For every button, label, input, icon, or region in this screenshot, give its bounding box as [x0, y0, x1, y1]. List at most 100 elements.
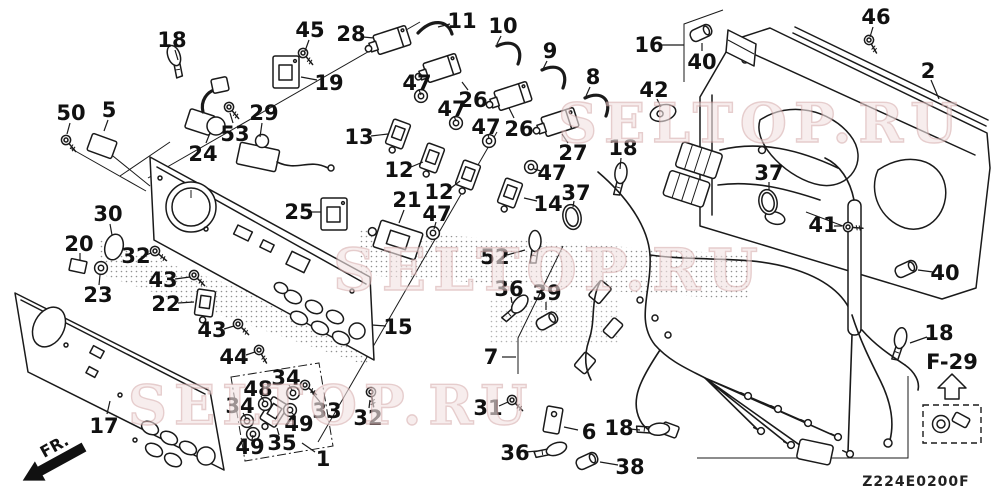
part-callout-27: 27: [558, 141, 587, 165]
leader-line: [561, 133, 569, 144]
part-callout-36: 36: [500, 441, 529, 465]
part-callout-13: 13: [344, 125, 373, 149]
leader-line: [619, 157, 622, 170]
ref-label: F-29: [926, 350, 978, 374]
small-parts-drawing: [58, 21, 920, 472]
part-callout-21: 21: [392, 188, 421, 212]
part-callout-37: 37: [561, 181, 590, 205]
part-callout-44: 44: [219, 345, 248, 369]
part-callout-40: 40: [930, 261, 959, 285]
leader-line: [599, 461, 619, 466]
leader-line: [66, 122, 71, 135]
watermark: SELTOP.RU: [558, 91, 964, 155]
part-callout-10: 10: [488, 14, 517, 38]
leader-line: [496, 35, 502, 45]
part-callout-47: 47: [422, 202, 451, 226]
part-callout-40: 40: [687, 50, 716, 74]
part-callout-16: 16: [634, 33, 663, 57]
control-panel-drawing: [149, 156, 375, 361]
leader-line: [205, 132, 211, 144]
part-callout-26: 26: [504, 117, 533, 141]
part-callout-33: 33: [312, 399, 341, 423]
part-callout-9: 9: [543, 39, 558, 63]
leader-line: [572, 200, 575, 208]
part-callout-18: 18: [604, 416, 633, 440]
leader-line: [371, 324, 387, 327]
leader-line: [288, 384, 293, 391]
part-callout-17: 17: [89, 414, 118, 438]
diagram-code: Z224E0200F: [862, 474, 969, 490]
part-callout-37: 37: [754, 161, 783, 185]
part-callout-43: 43: [148, 268, 177, 292]
leader-line: [498, 401, 509, 407]
leader-line: [242, 412, 247, 419]
leader-line: [106, 400, 111, 415]
part-callout-14: 14: [533, 192, 562, 216]
leader-line: [245, 351, 256, 356]
leader-line: [145, 252, 152, 256]
part-callout-20: 20: [64, 232, 93, 256]
leader-line: [930, 79, 940, 100]
leader-line: [418, 89, 422, 96]
leader-line: [461, 81, 469, 91]
front-panel-drawing: [14, 292, 225, 471]
leader-line: [174, 276, 191, 280]
leader-line: [368, 399, 371, 409]
ref-block: F-29: [922, 350, 982, 444]
leader-line: [223, 325, 235, 330]
leader-line: [174, 49, 179, 61]
leader-line: [410, 161, 424, 168]
part-callout-35: 35: [267, 431, 296, 455]
part-callout-18: 18: [608, 136, 637, 160]
part-callout-50: 50: [56, 101, 85, 125]
part-callout-46: 46: [861, 5, 890, 29]
part-callout-26: 26: [458, 88, 487, 112]
part-callout-25: 25: [284, 200, 313, 224]
leader-line: [260, 395, 265, 402]
leader-line: [362, 36, 375, 39]
leader-line: [542, 60, 548, 70]
leader-line: [300, 76, 318, 81]
part-callout-47: 47: [537, 161, 566, 185]
leader-line: [433, 221, 437, 230]
part-callout-7: 7: [484, 345, 499, 369]
part-callout-32: 32: [121, 244, 150, 268]
leader-line: [251, 434, 254, 441]
part-callout-42: 42: [639, 78, 668, 102]
watermark: SELTOP.RU: [333, 236, 765, 304]
leader-line: [370, 133, 389, 137]
leader-line: [109, 223, 113, 236]
part-callout-12: 12: [384, 158, 413, 182]
part-callout-15: 15: [383, 315, 412, 339]
leader-line: [525, 450, 538, 453]
part-callout-45: 45: [295, 18, 324, 42]
part-callout-24: 24: [188, 142, 217, 166]
part-callout-43: 43: [197, 318, 226, 342]
ref-part-box: [922, 404, 982, 444]
part-callout-48: 48: [243, 377, 272, 401]
leader-line: [450, 180, 461, 189]
leader-line: [523, 197, 538, 202]
wire-harness-drawing: [573, 141, 920, 466]
part-callout-23: 23: [83, 283, 112, 307]
leader-line: [398, 209, 405, 224]
leader-line: [917, 269, 934, 273]
part-callout-8: 8: [586, 65, 601, 89]
part-callout-47: 47: [437, 97, 466, 121]
part-callout-12: 12: [424, 180, 453, 204]
part-callout-49: 49: [284, 412, 313, 436]
part-callout-53: 53: [220, 122, 249, 146]
part-callout-18: 18: [157, 28, 186, 52]
leader-line: [98, 274, 101, 286]
leader-line: [487, 133, 490, 140]
part-callout-36: 36: [494, 277, 523, 301]
part-callout-18: 18: [924, 321, 953, 345]
part-callout-34: 34: [225, 394, 254, 418]
leader-line: [276, 427, 280, 436]
leader-line: [229, 112, 234, 124]
part-callout-22: 22: [151, 292, 180, 316]
